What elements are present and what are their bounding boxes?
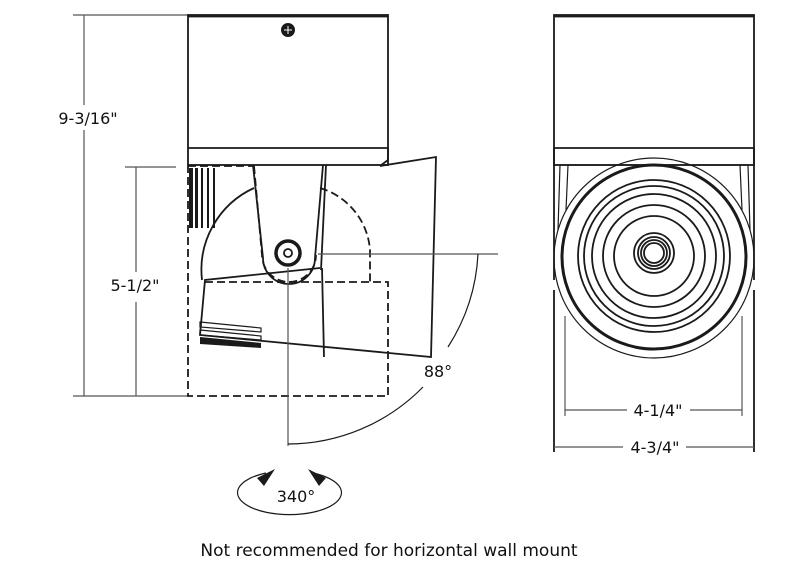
mounting-note: Not recommended for horizontal wall moun… <box>200 541 577 561</box>
inner-width-dimension <box>564 316 743 416</box>
rotation-label: 340° <box>277 487 316 506</box>
overall-height-dimension <box>73 14 188 397</box>
vertical-head-position-dashed <box>187 165 389 397</box>
canopy <box>187 14 389 166</box>
lower-height-label: 5-1/2" <box>110 276 159 295</box>
tilt-angle-label: 88° <box>424 362 452 381</box>
rotation-arrow-left-icon <box>257 469 275 486</box>
outer-width-label: 4-3/4" <box>630 438 679 457</box>
rotation-indicator <box>236 469 343 516</box>
inner-width-label: 4-1/4" <box>633 401 682 420</box>
rotation-arrow-right-icon <box>308 469 326 486</box>
vent-slits <box>189 168 215 228</box>
side-view: 9-3/16" 5-1/2" <box>58 14 498 516</box>
overall-height-label: 9-3/16" <box>58 109 117 128</box>
lens-rings <box>553 157 755 359</box>
tilted-lamp-head <box>199 148 437 358</box>
tilt-angle-indicator <box>287 253 498 446</box>
pivot-knob-icon <box>274 239 302 267</box>
lower-height-dimension <box>125 166 176 396</box>
front-view: 4-1/4" 4-3/4" <box>553 14 755 457</box>
